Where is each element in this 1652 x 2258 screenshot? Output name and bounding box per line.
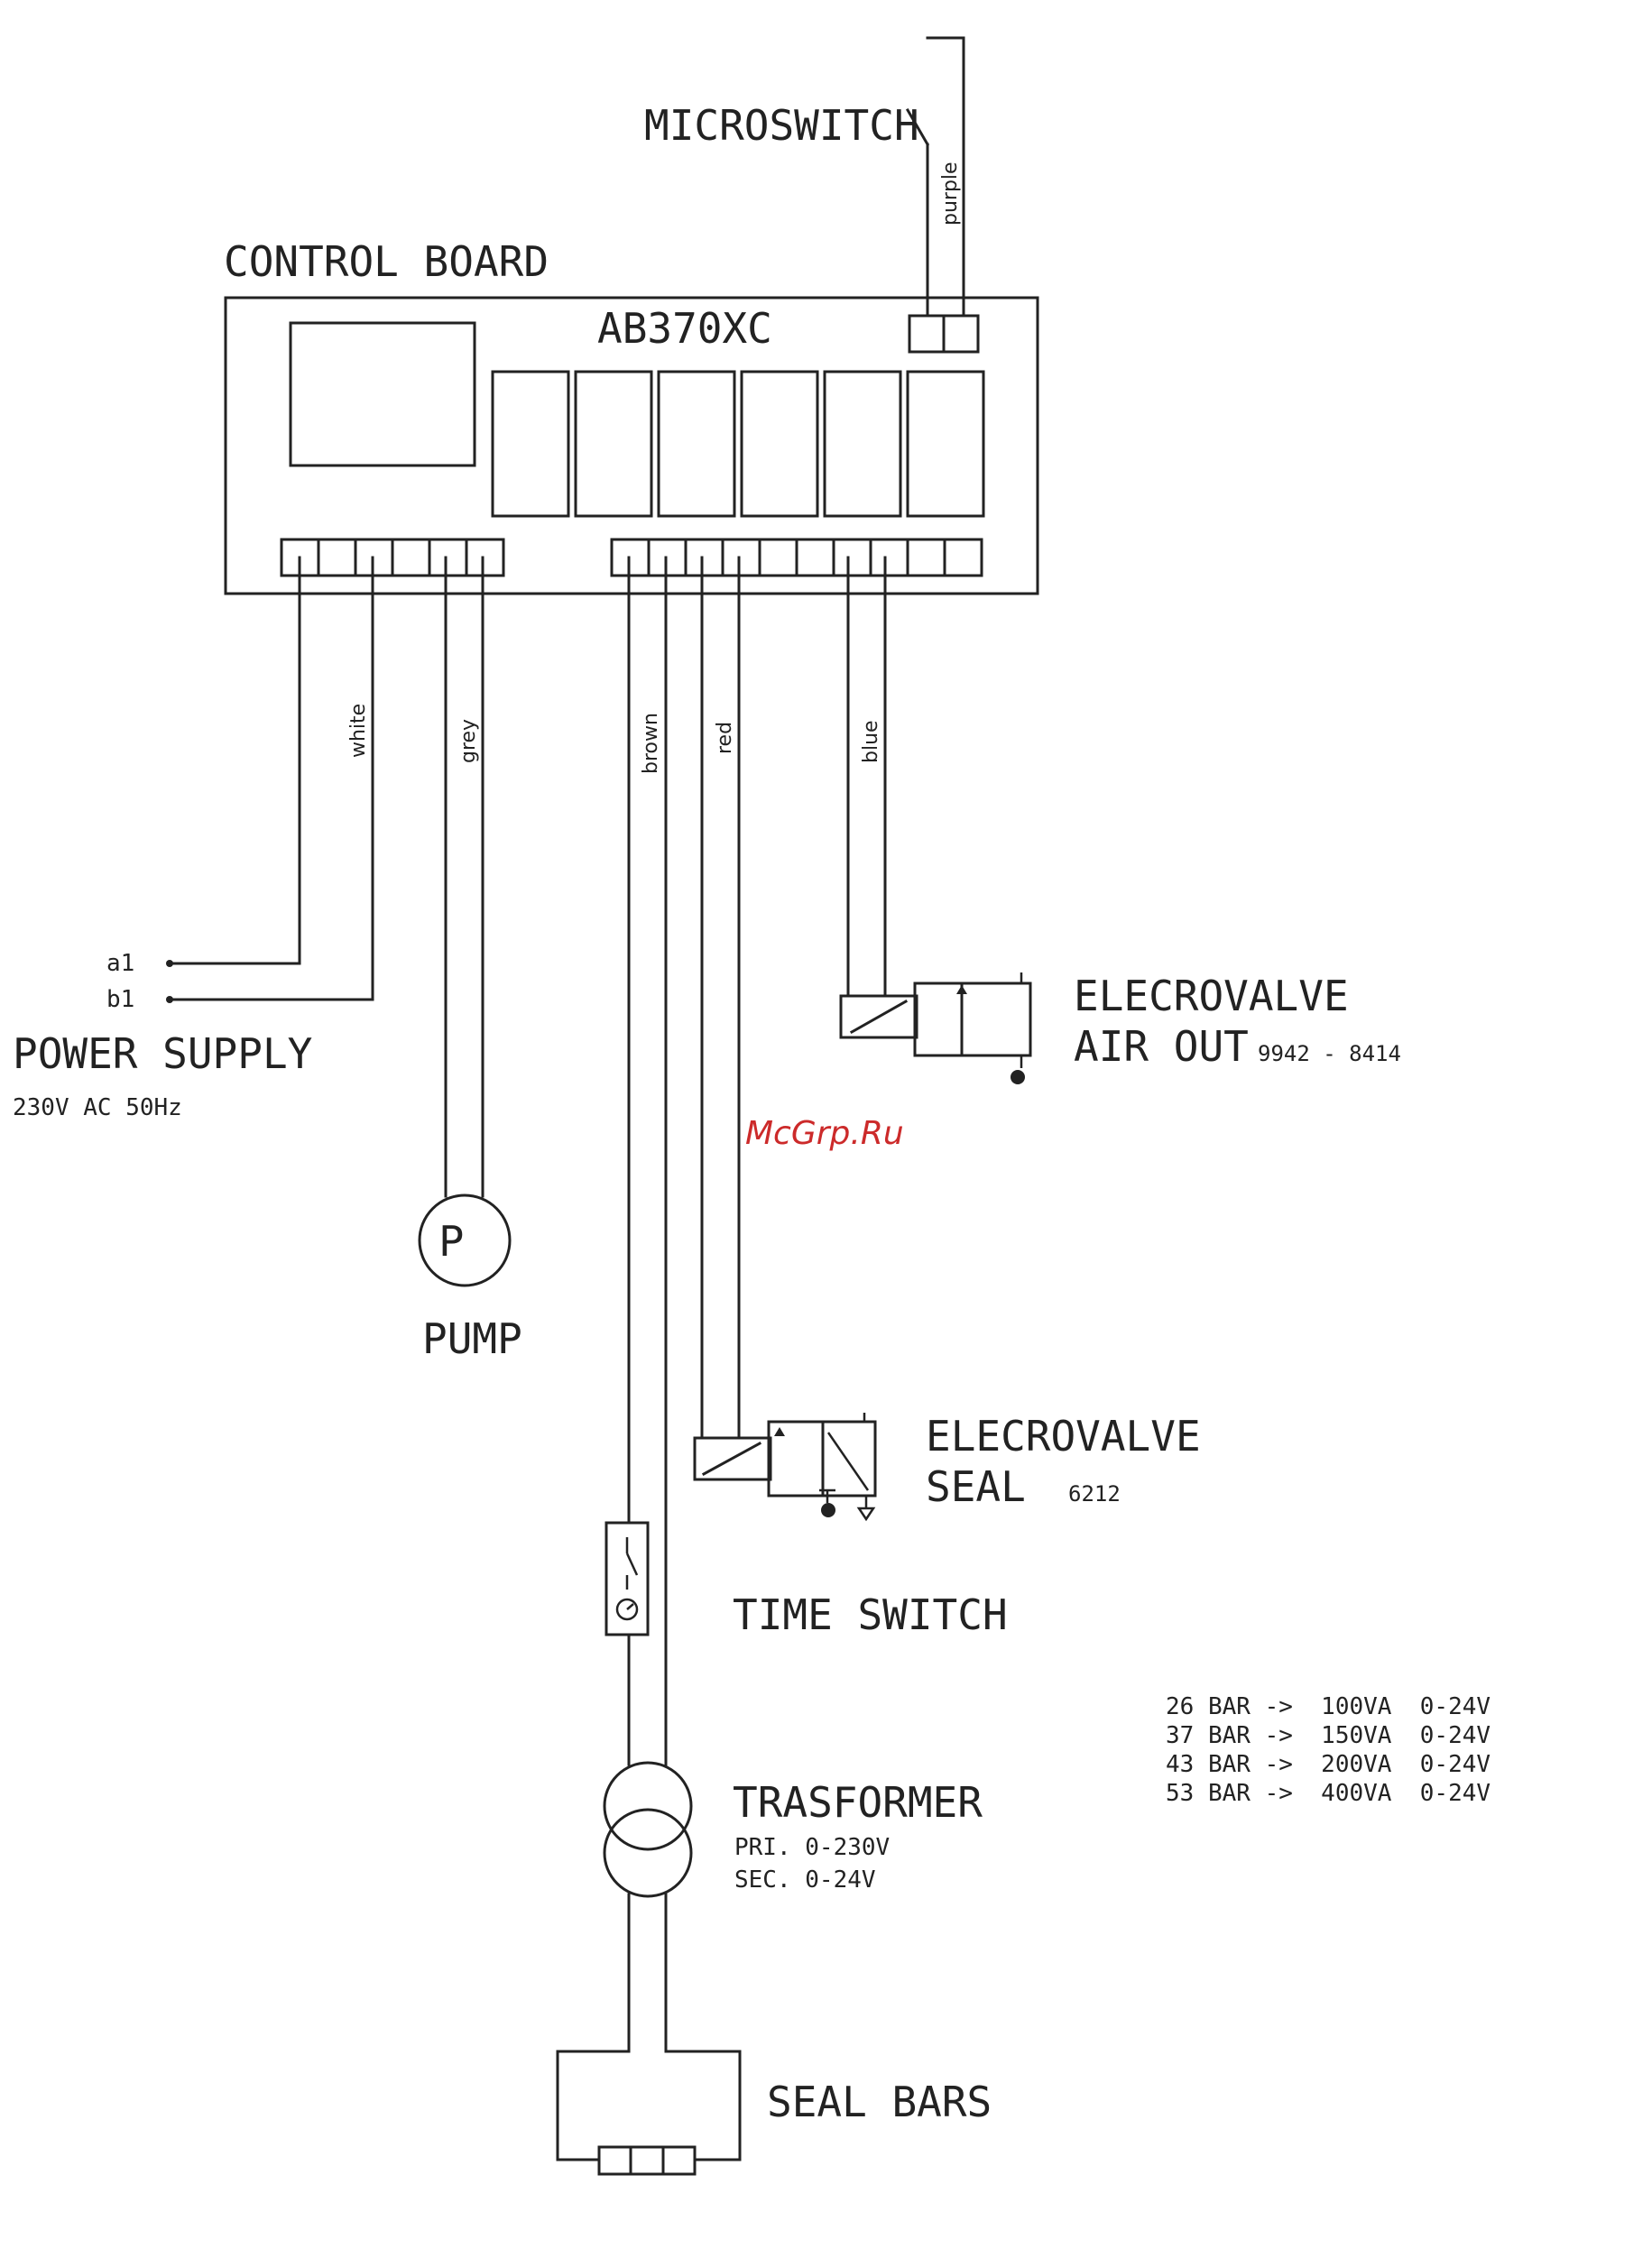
terminal-b1-label: b1 — [106, 986, 134, 1013]
valve-air-code: 9942 - 8414 — [1258, 1041, 1401, 1066]
rating-row: 43 BAR -> 200VA 0-24V — [1166, 1751, 1490, 1778]
board-model: AB370XC — [597, 304, 772, 353]
seal-bars — [556, 2050, 742, 2176]
power-supply-spec: 230V AC 50Hz — [13, 1094, 182, 1121]
seal-bar-element — [597, 2145, 697, 2176]
pump-letter: P — [438, 1217, 464, 1266]
control-board-label: CONTROL BOARD — [224, 237, 549, 286]
relay-1 — [491, 370, 570, 518]
wire-label-blue: blue — [860, 720, 882, 763]
pump-symbol — [418, 1194, 512, 1287]
power-supply-wires: white — [166, 556, 374, 1003]
relay-6 — [906, 370, 985, 518]
relay-2 — [574, 370, 653, 518]
wire-label-red: red — [714, 722, 736, 754]
rating-row: 53 BAR -> 400VA 0-24V — [1166, 1780, 1490, 1807]
wire-label-brown: brown — [640, 713, 662, 774]
terminal-b1-dot — [166, 996, 173, 1003]
valve-seal-code: 6212 — [1068, 1481, 1121, 1507]
terminal-a1-dot — [166, 960, 173, 967]
pump: grey — [418, 556, 512, 1287]
microswitch: purple — [905, 36, 965, 318]
valve-air-body — [913, 982, 1032, 1057]
relay-4 — [740, 370, 819, 518]
watermark: McGrp.Ru — [745, 1115, 904, 1152]
transformer-primary-coil — [603, 1761, 693, 1851]
terminal-a1-label: a1 — [106, 950, 134, 977]
valve-air-title: ELECROVALVE — [1074, 972, 1349, 1020]
valve-seal-sub: SEAL — [926, 1462, 1026, 1511]
transformer-secondary: SEC. 0-24V — [734, 1866, 876, 1894]
power-supply-label: POWER SUPPLY — [13, 1029, 312, 1078]
valve-air-exhaust — [1011, 1070, 1025, 1084]
transformer-label: TRASFORMER — [733, 1778, 983, 1827]
wire-label-purple: purple — [939, 161, 962, 226]
valve-air-sub: AIR OUT — [1074, 1022, 1249, 1071]
wire-label-white: white — [347, 704, 370, 758]
relay-5 — [823, 370, 902, 518]
rating-row: 26 BAR -> 100VA 0-24V — [1166, 1693, 1490, 1720]
relay-3 — [657, 370, 736, 518]
pump-label: PUMP — [422, 1314, 522, 1363]
brown-circuit: brown — [603, 556, 693, 2053]
ratings-table: 26 BAR -> 100VA 0-24V 37 BAR -> 150VA 0-… — [1166, 1693, 1490, 1807]
transformer-primary: PRI. 0-230V — [734, 1834, 890, 1861]
valve-seal-exhaust — [821, 1503, 835, 1517]
board-display — [289, 321, 476, 467]
wire-label-grey: grey — [457, 719, 480, 763]
valve-seal-title: ELECROVALVE — [926, 1412, 1201, 1461]
rating-row: 37 BAR -> 150VA 0-24V — [1166, 1722, 1490, 1749]
time-switch-label: TIME SWITCH — [733, 1590, 1008, 1639]
control-board — [224, 296, 1039, 595]
transformer-secondary-coil — [603, 1808, 693, 1898]
electrovalve-air-out: blue — [839, 556, 1032, 1084]
seal-bars-label: SEAL BARS — [767, 2078, 992, 2126]
time-switch-symbol — [605, 1521, 650, 1636]
electrovalve-seal: red — [693, 556, 877, 1522]
microswitch-label: MICROSWITCH — [644, 101, 919, 150]
valve-seal-coil — [693, 1436, 772, 1481]
